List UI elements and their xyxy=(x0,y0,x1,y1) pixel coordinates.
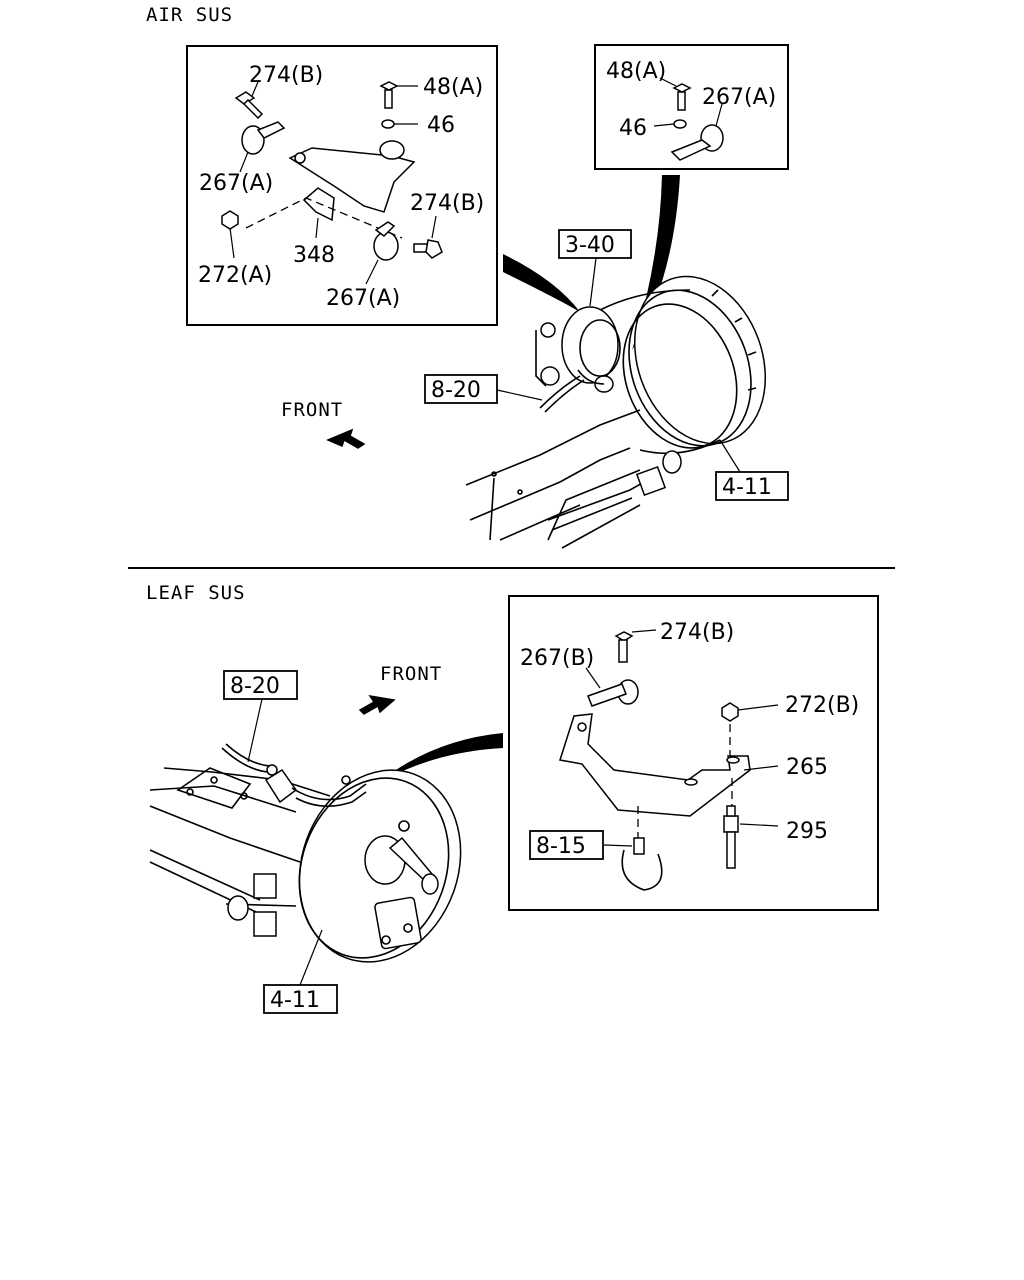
hose-clamp-icon xyxy=(621,837,663,891)
stud-icon xyxy=(723,778,739,869)
clamp-icon xyxy=(587,679,639,707)
callout-label: 274(B) xyxy=(249,63,323,88)
bracket-icon xyxy=(559,713,751,817)
callout-label: 272(B) xyxy=(785,693,859,718)
detail-pointer xyxy=(503,254,580,312)
ref-label: 4-11 xyxy=(270,988,320,1013)
callout-label: 267(B) xyxy=(520,646,594,671)
front-arrow-icon xyxy=(358,694,396,715)
callout-label: 46 xyxy=(619,116,647,141)
bolt-icon xyxy=(614,631,634,663)
callout-label: 48(A) xyxy=(423,75,483,100)
washer-icon xyxy=(381,119,395,129)
clamp-icon xyxy=(373,221,399,261)
front-label: FRONT xyxy=(380,663,442,685)
ref-label: 8-15 xyxy=(536,834,586,859)
callout-label: 46 xyxy=(427,113,455,138)
ref-box xyxy=(223,670,298,700)
leaf-sus-title: LEAF SUS xyxy=(146,582,246,604)
ref-label: 8-20 xyxy=(230,674,280,699)
air-detail-right: 48(A) 267(A) 46 xyxy=(594,44,789,170)
detail-pointer xyxy=(632,175,680,350)
front-label: FRONT xyxy=(281,399,343,421)
callout-label: 48(A) xyxy=(606,59,666,84)
leaf-axle-illustration xyxy=(149,743,462,963)
nut-icon xyxy=(721,702,739,722)
callout-label: 295 xyxy=(786,819,828,844)
callout-label: 267(A) xyxy=(702,85,776,110)
ref-box xyxy=(715,471,789,501)
callout-label: 267(A) xyxy=(199,171,273,196)
air-sus-title: AIR SUS xyxy=(146,4,233,26)
washer-icon xyxy=(673,119,687,129)
clamp-icon xyxy=(241,121,286,155)
detail-pointer xyxy=(374,733,503,786)
callout-label: 348 xyxy=(293,243,335,268)
bracket-icon xyxy=(288,140,416,222)
ref-label: 4-11 xyxy=(722,475,772,500)
bolt-icon xyxy=(379,81,399,109)
bolt-icon xyxy=(672,83,692,111)
air-axle-illustration xyxy=(465,275,767,549)
ref-label: 8-20 xyxy=(431,378,481,403)
callout-label: 274(B) xyxy=(410,191,484,216)
callout-label: 267(A) xyxy=(326,286,400,311)
nut-icon xyxy=(221,210,239,230)
ref-box xyxy=(558,229,632,259)
ref-box xyxy=(529,830,604,860)
ref-label: 3-40 xyxy=(565,233,615,258)
callout-label: 265 xyxy=(786,755,828,780)
ref-box xyxy=(424,374,498,404)
callout-label: 274(B) xyxy=(660,620,734,645)
leaf-detail: 274(B) 267(B) 272(B) 265 295 xyxy=(508,595,879,911)
bolt-icon xyxy=(413,239,443,259)
front-arrow-icon xyxy=(326,428,366,449)
bolt-icon xyxy=(234,91,264,120)
callout-label: 272(A) xyxy=(198,263,272,288)
clamp-icon xyxy=(670,124,724,161)
air-detail-left: 274(B) 48(A) 46 267(A) 274(B) 348 272(A)… xyxy=(186,45,498,326)
